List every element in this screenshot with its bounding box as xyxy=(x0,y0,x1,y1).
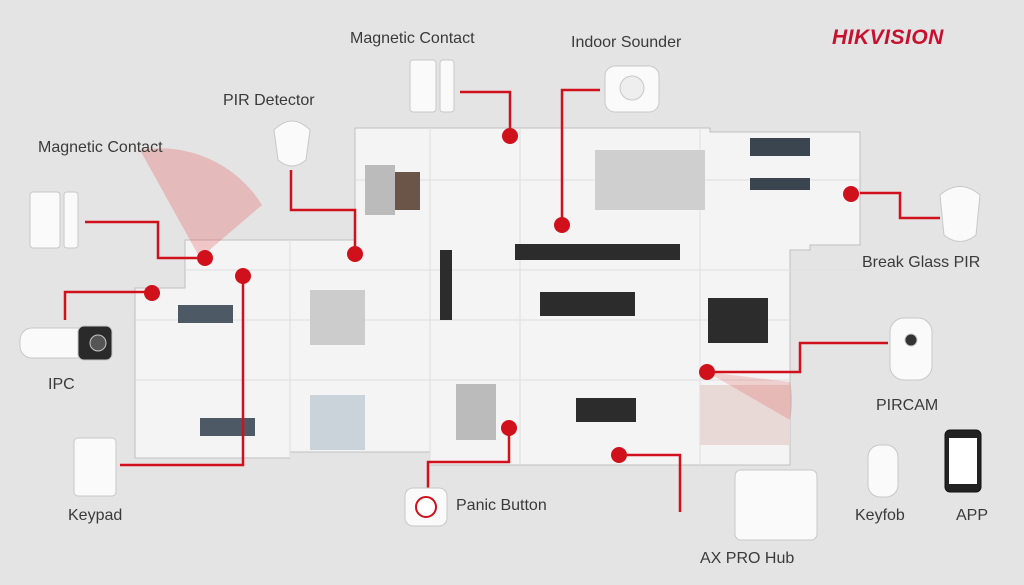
keypad-device xyxy=(73,437,117,497)
pir-detection-zone xyxy=(140,148,262,258)
label-app: APP xyxy=(956,507,989,524)
label-indoor-sounder: Indoor Sounder xyxy=(571,34,682,51)
panic-button-device xyxy=(404,487,448,527)
app-phone-device xyxy=(944,429,982,493)
label-ipc: IPC xyxy=(48,376,75,393)
magnetic-contact-left-device xyxy=(29,191,79,249)
ax-pro-hub-device xyxy=(734,469,818,541)
label-pir-detector: PIR Detector xyxy=(223,92,315,109)
break-glass-pir-device xyxy=(939,186,981,242)
label-pircam: PIRCAM xyxy=(876,397,939,414)
keyfob-device xyxy=(867,444,899,498)
label-ax-pro-hub: AX PRO Hub xyxy=(700,550,795,567)
ipc-camera-device xyxy=(19,325,113,361)
hikvision-logo: HIKVISION xyxy=(832,26,944,49)
indoor-sounder-device xyxy=(604,65,660,113)
connector-lines xyxy=(63,88,940,512)
pircam-detection-zone xyxy=(707,372,793,420)
label-magnetic-contact-left: Magnetic Contact xyxy=(38,139,163,156)
label-magnetic-contact-top: Magnetic Contact xyxy=(350,30,475,47)
label-keyfob: Keyfob xyxy=(855,507,905,524)
floor-plan xyxy=(134,127,861,466)
magnetic-contact-top-device xyxy=(409,59,455,113)
label-keypad: Keypad xyxy=(68,507,123,524)
pircam-device xyxy=(889,317,933,381)
label-panic-button: Panic Button xyxy=(456,497,547,514)
label-break-glass-pir: Break Glass PIR xyxy=(862,254,981,271)
sensor-dots xyxy=(144,128,859,463)
pir-detector-device xyxy=(273,120,311,167)
